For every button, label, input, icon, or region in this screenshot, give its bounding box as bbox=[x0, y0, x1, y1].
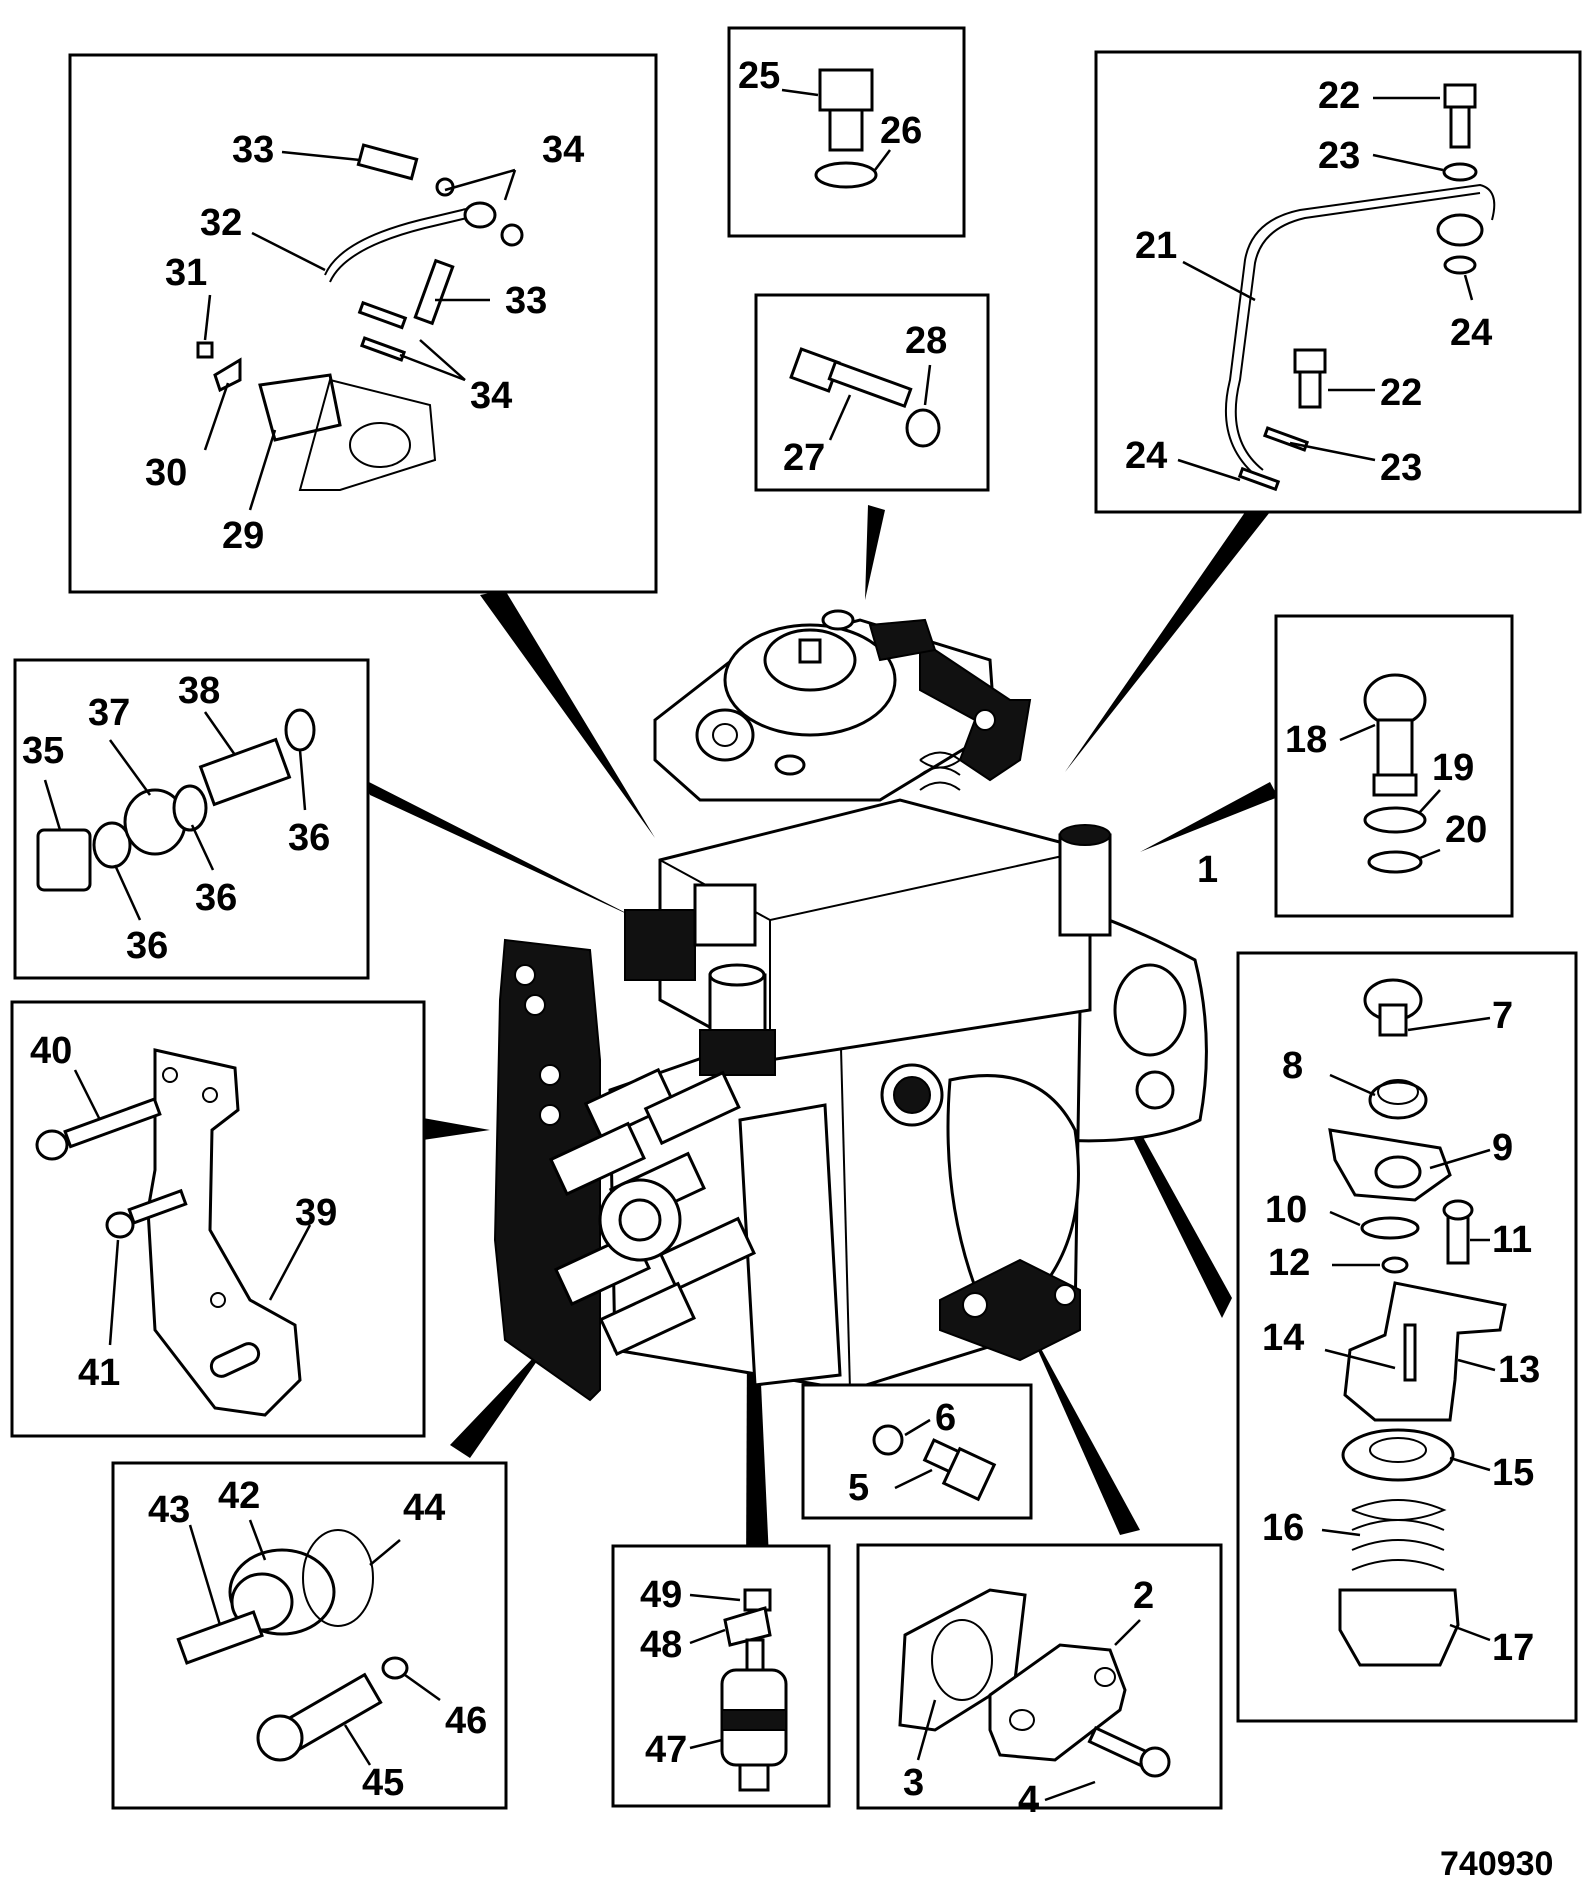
callout-47: 47 bbox=[645, 1729, 687, 1771]
callout-23: 23 bbox=[1318, 135, 1360, 177]
callout-7: 7 bbox=[1492, 995, 1513, 1037]
callout-37: 37 bbox=[88, 692, 130, 734]
callout-22: 22 bbox=[1318, 75, 1360, 117]
box-pressure-switch-group bbox=[68, 53, 658, 594]
callout-43: 43 bbox=[148, 1489, 190, 1531]
callout-45: 45 bbox=[362, 1762, 404, 1804]
box-fitting-group bbox=[13, 658, 370, 980]
callout-21: 21 bbox=[1135, 225, 1177, 267]
callout-36: 36 bbox=[195, 877, 237, 919]
callout-36: 36 bbox=[126, 925, 168, 967]
box-union-group bbox=[727, 26, 966, 238]
callout-25: 25 bbox=[738, 55, 780, 97]
callout-44: 44 bbox=[403, 1487, 445, 1529]
callout-20: 20 bbox=[1445, 809, 1487, 851]
callout-42: 42 bbox=[218, 1475, 260, 1517]
callout-29: 29 bbox=[222, 515, 264, 557]
callout-1: 1 bbox=[1197, 849, 1218, 891]
callout-19: 19 bbox=[1432, 747, 1474, 789]
callout-26: 26 bbox=[880, 110, 922, 152]
callout-24: 24 bbox=[1450, 312, 1492, 354]
callout-40: 40 bbox=[30, 1030, 72, 1072]
box-solenoid-group bbox=[611, 1544, 831, 1808]
callout-13: 13 bbox=[1498, 1349, 1540, 1391]
box-valve-group bbox=[1274, 614, 1514, 918]
box-plug-group bbox=[111, 1461, 508, 1810]
outlet-unions bbox=[548, 1067, 756, 1356]
callout-4: 4 bbox=[1018, 1779, 1039, 1821]
callout-46: 46 bbox=[445, 1700, 487, 1742]
callout-39: 39 bbox=[295, 1192, 337, 1234]
callout-24: 24 bbox=[1125, 435, 1167, 477]
callout-2: 2 bbox=[1133, 1575, 1154, 1617]
callout-49: 49 bbox=[640, 1574, 682, 1616]
callout-23: 23 bbox=[1380, 447, 1422, 489]
callout-35: 35 bbox=[22, 730, 64, 772]
callout-41: 41 bbox=[78, 1352, 120, 1394]
callout-34: 34 bbox=[542, 129, 584, 171]
main-injection-pump bbox=[493, 609, 1208, 1402]
callout-28: 28 bbox=[905, 320, 947, 362]
callout-9: 9 bbox=[1492, 1127, 1513, 1169]
callout-34: 34 bbox=[470, 375, 512, 417]
callout-8: 8 bbox=[1282, 1045, 1303, 1087]
callout-48: 48 bbox=[640, 1624, 682, 1666]
callout-16: 16 bbox=[1262, 1507, 1304, 1549]
callout-31: 31 bbox=[165, 252, 207, 294]
callout-11: 11 bbox=[1492, 1219, 1532, 1261]
callout-labels: 1 2 3 4 5 6 7 8 9 10 11 12 13 14 15 16 1… bbox=[22, 55, 1540, 1821]
callout-6: 6 bbox=[935, 1397, 956, 1439]
callout-27: 27 bbox=[783, 437, 825, 479]
drawing-number: 740930 bbox=[1440, 1845, 1553, 1883]
callout-12: 12 bbox=[1268, 1242, 1310, 1284]
callout-5: 5 bbox=[848, 1467, 869, 1509]
callout-30: 30 bbox=[145, 452, 187, 494]
callout-36: 36 bbox=[288, 817, 330, 859]
callout-33: 33 bbox=[505, 280, 547, 322]
callout-22: 22 bbox=[1380, 372, 1422, 414]
callout-3: 3 bbox=[903, 1762, 924, 1804]
box-bracket-group bbox=[10, 1000, 426, 1438]
callout-18: 18 bbox=[1285, 719, 1327, 761]
callout-33: 33 bbox=[232, 129, 274, 171]
callout-38: 38 bbox=[178, 670, 220, 712]
callout-14: 14 bbox=[1262, 1317, 1304, 1359]
callout-15: 15 bbox=[1492, 1452, 1534, 1494]
box-banjo-bolt-group bbox=[801, 1383, 1033, 1520]
box-leak-off-pipe-group bbox=[1094, 50, 1582, 514]
box-bolt-group bbox=[754, 293, 990, 492]
callout-32: 32 bbox=[200, 202, 242, 244]
box-governor-parts-group bbox=[1236, 951, 1578, 1723]
callout-10: 10 bbox=[1265, 1189, 1307, 1231]
callout-17: 17 bbox=[1492, 1627, 1534, 1669]
box-cover-plate-group bbox=[856, 1543, 1223, 1810]
